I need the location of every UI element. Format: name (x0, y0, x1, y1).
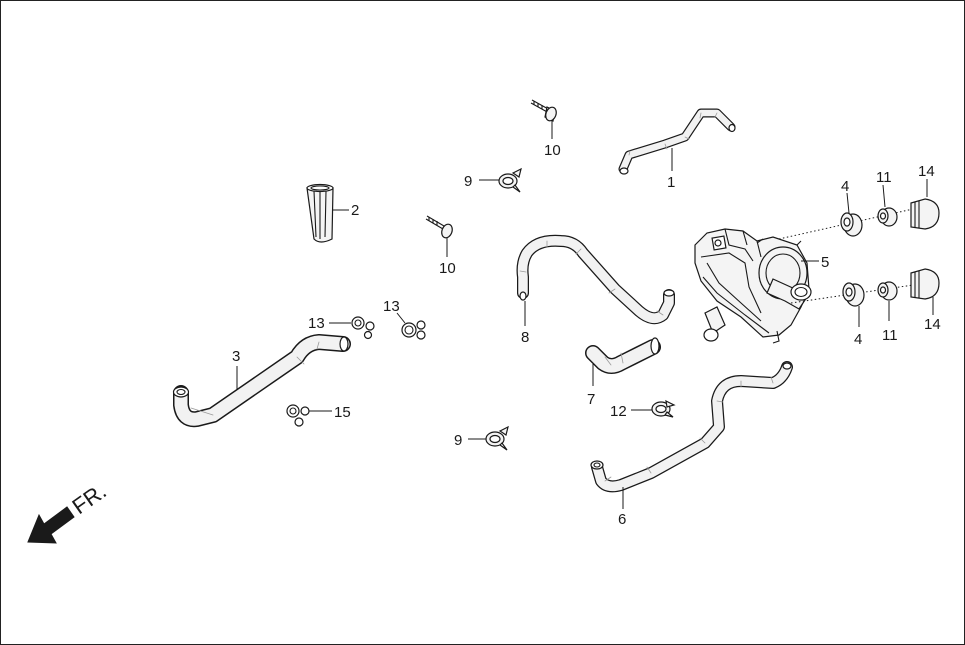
part-11-washer-lower (877, 281, 898, 301)
alignment-line-lower (790, 284, 914, 304)
part-2-sleeve (306, 183, 334, 243)
part-13-orings-right (401, 320, 426, 340)
front-direction-label: FR. (68, 478, 111, 519)
part-14-capnut-lower (910, 268, 940, 300)
part-9-clamp-upper (498, 167, 522, 193)
part-6-hose (590, 361, 793, 493)
callout-14-upper: 14 (918, 163, 935, 197)
part-number-5: 5 (821, 254, 829, 271)
part-number-11-upper: 11 (876, 169, 892, 186)
callout-2: 2 (333, 202, 359, 219)
callout-4-upper: 4 (841, 178, 850, 214)
part-number-14-lower: 14 (924, 316, 941, 333)
callout-6: 6 (618, 487, 626, 528)
part-15-orings (286, 404, 310, 427)
callout-8: 8 (521, 301, 529, 346)
part-3-hose (172, 334, 351, 428)
part-number-3: 3 (232, 348, 240, 365)
callout-14-lower: 14 (924, 297, 941, 333)
part-number-9-lower: 9 (454, 432, 462, 449)
part-number-7: 7 (587, 391, 595, 408)
part-7-hose (585, 337, 661, 374)
part-12-clamp (651, 399, 676, 418)
part-11-washer-upper (877, 207, 898, 227)
part-10-bolt-upper (530, 99, 557, 122)
callout-12: 12 (610, 403, 652, 420)
part-number-9-upper: 9 (464, 173, 472, 190)
part-13-orings-left (351, 316, 375, 340)
callout-9-lower: 9 (454, 432, 486, 449)
part-number-12: 12 (610, 403, 627, 420)
part-5-pump (694, 228, 812, 344)
part-9-clamp-lower (485, 425, 509, 451)
part-number-1: 1 (667, 174, 675, 191)
callout-11-upper: 11 (876, 169, 892, 208)
callout-9-upper: 9 (464, 173, 499, 190)
part-number-11-lower: 11 (882, 327, 898, 344)
part-4-washer-upper (840, 212, 863, 237)
part-10-bolt-lower (425, 215, 453, 239)
callout-4-lower: 4 (854, 306, 862, 348)
callout-5: 5 (801, 254, 829, 271)
callout-11-lower: 11 (882, 301, 898, 344)
part-number-10-lower: 10 (439, 260, 456, 277)
part-number-2: 2 (351, 202, 359, 219)
part-4-washer-lower (842, 282, 865, 307)
callout-7: 7 (587, 364, 595, 408)
callout-15: 15 (309, 404, 351, 421)
callout-13-left: 13 (308, 315, 351, 332)
arrow-front-left-icon (27, 506, 75, 544)
part-number-15: 15 (334, 404, 351, 421)
part-number-8: 8 (521, 329, 529, 346)
part-1-hose (618, 108, 736, 175)
part-14-capnut-upper (910, 198, 940, 230)
callout-13-right: 13 (383, 298, 406, 324)
part-number-4-lower: 4 (854, 331, 862, 348)
part-8-hose (516, 234, 675, 325)
part-number-13-left: 13 (308, 315, 325, 332)
part-number-14-upper: 14 (918, 163, 935, 180)
part-number-4-upper: 4 (841, 178, 849, 195)
callout-3: 3 (232, 348, 240, 389)
part-number-10-upper: 10 (544, 142, 561, 159)
callout-1: 1 (667, 148, 675, 191)
part-number-13-right: 13 (383, 298, 400, 315)
callout-10-lower: 10 (439, 238, 456, 277)
part-number-6: 6 (618, 511, 626, 528)
callout-10-upper: 10 (544, 121, 561, 159)
